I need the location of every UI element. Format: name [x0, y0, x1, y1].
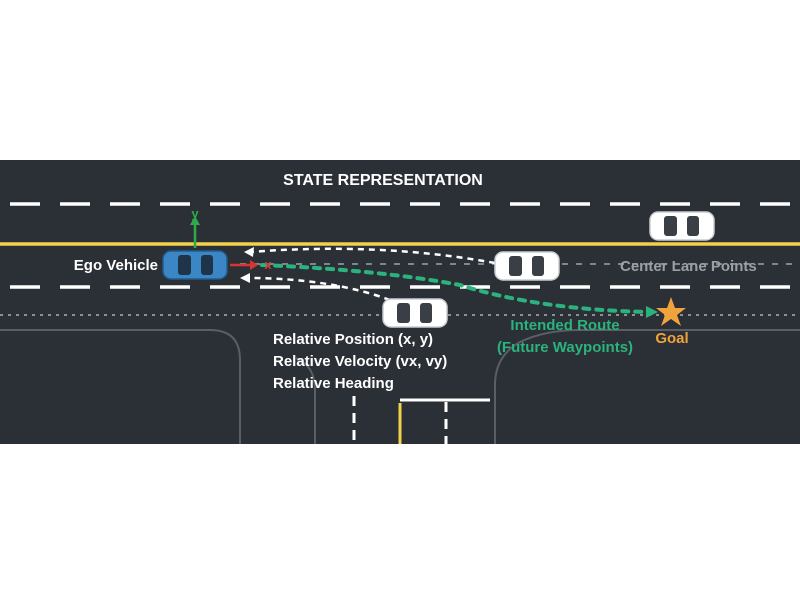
relative-position-label: Relative Position (x, y) — [273, 331, 433, 348]
relative-vector-upper — [249, 247, 496, 265]
vehicle-lower-lane — [382, 298, 448, 328]
relative-heading-label: Relative Heading — [273, 375, 394, 392]
center-lane-points-label: Center Lane Points — [620, 258, 757, 275]
goal-star-icon — [656, 297, 686, 326]
vehicle-far-right — [649, 211, 715, 241]
axis-x-label: x — [264, 257, 272, 272]
relative-vector-lower — [245, 276, 391, 302]
vehicle-ahead — [494, 251, 560, 281]
future-waypoints-label: (Future Waypoints) — [497, 339, 633, 356]
axis-y-label: y — [191, 206, 199, 221]
side-road-curb-right — [494, 329, 800, 444]
axis-y-arrowhead — [190, 216, 200, 225]
intended-route-arrowhead — [646, 306, 658, 318]
ego-vehicle — [162, 250, 228, 280]
side-road-curb-mid — [295, 357, 316, 444]
intended-route-label: Intended Route — [510, 317, 619, 334]
intended-route-path — [260, 263, 652, 314]
diagram-title: STATE REPRESENTATION — [283, 172, 483, 189]
state-representation-diagram: STATE REPRESENTATION y x Ego Vehicle Cen… — [0, 160, 800, 444]
relative-velocity-label: Relative Velocity (vx, vy) — [273, 353, 447, 370]
goal-label: Goal — [655, 330, 688, 347]
relative-vector-lower-arrowhead — [240, 273, 250, 283]
axis-x-arrowhead — [250, 260, 258, 270]
ego-vehicle-label: Ego Vehicle — [74, 257, 158, 274]
relative-vector-upper-arrowhead — [244, 247, 254, 257]
side-road-curb-left — [0, 329, 241, 444]
